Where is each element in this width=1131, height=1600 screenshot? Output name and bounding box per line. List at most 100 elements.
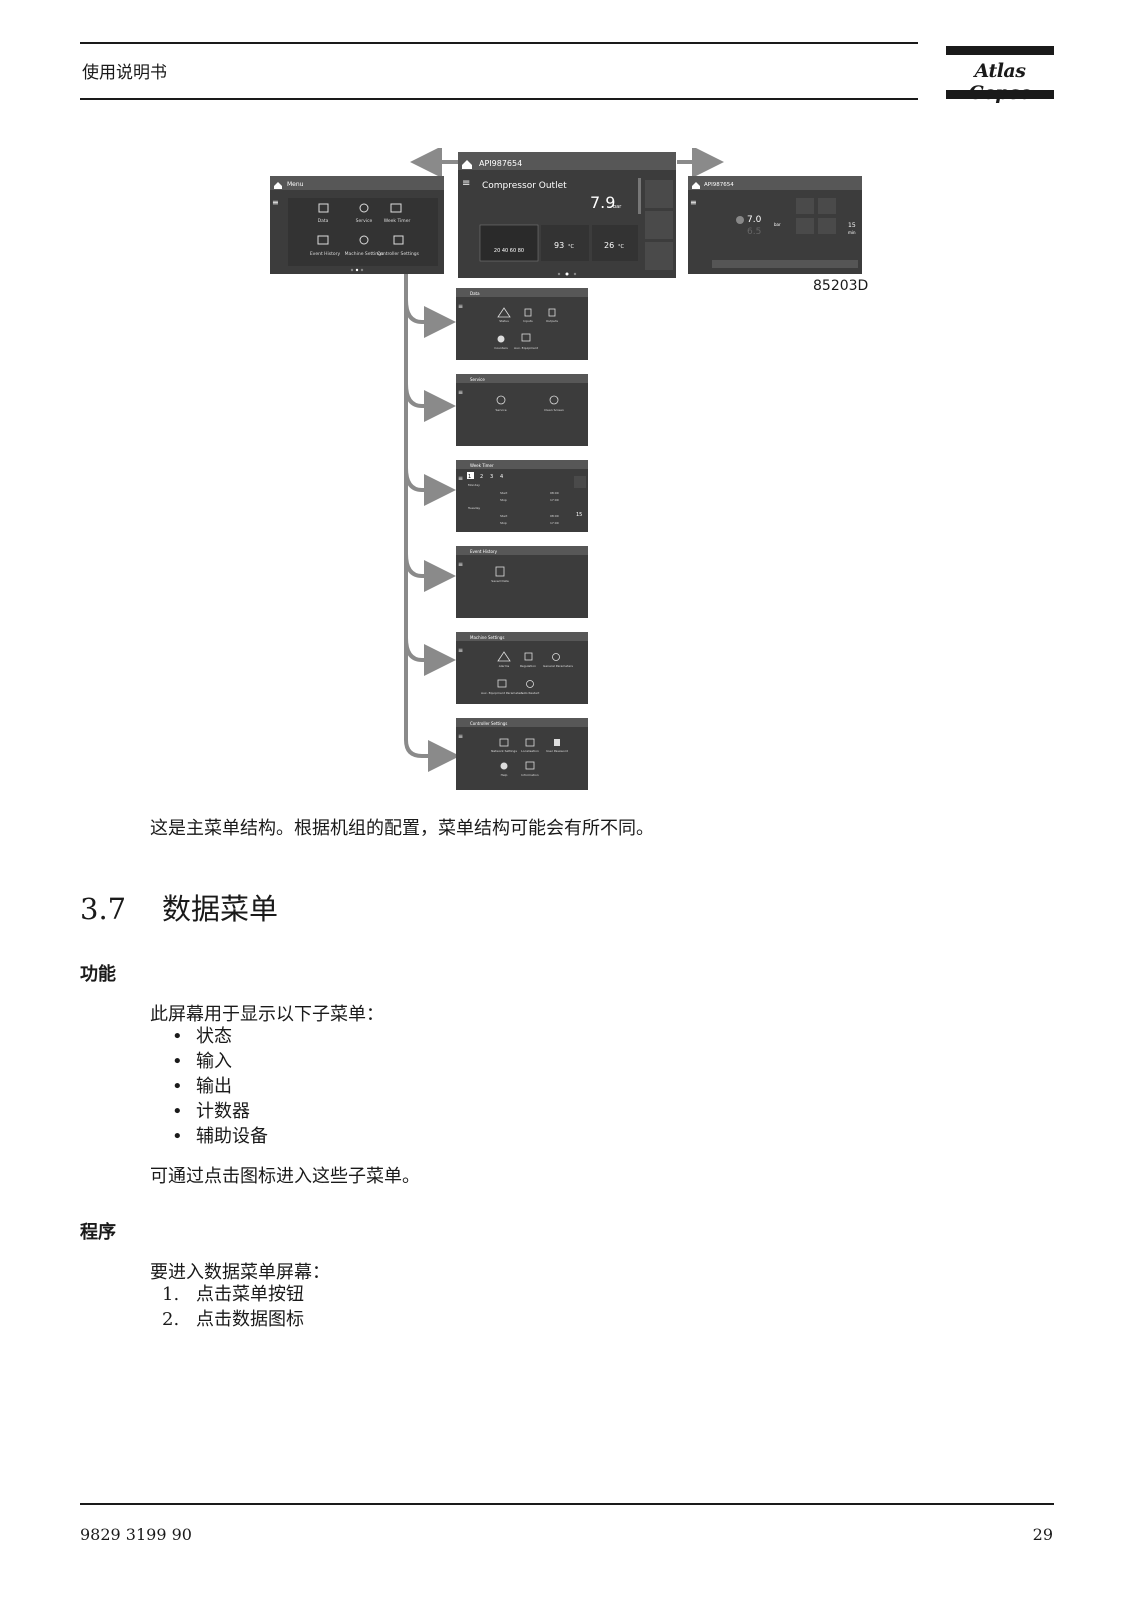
event-history-screen: Event History ≡ Saved Data bbox=[456, 546, 588, 618]
svg-text:≡: ≡ bbox=[458, 733, 463, 740]
svg-text:≡: ≡ bbox=[458, 389, 463, 396]
svg-text:bar: bar bbox=[774, 222, 781, 227]
menu-screen: Menu ≡ Data Service Week Timer Event His… bbox=[270, 176, 444, 274]
svg-text:Network Settings: Network Settings bbox=[491, 749, 517, 753]
svg-text:Event History: Event History bbox=[310, 251, 341, 257]
svg-text:Regulation: Regulation bbox=[520, 664, 536, 668]
svg-text:General Parameters: General Parameters bbox=[543, 664, 573, 668]
section-title: 数据菜单 bbox=[162, 892, 279, 926]
branch-connectors bbox=[404, 274, 460, 772]
svg-text:Week Timer: Week Timer bbox=[470, 463, 494, 468]
svg-text:≡: ≡ bbox=[458, 475, 463, 482]
figure-caption: 这是主菜单结构。根据机组的配置，菜单结构可能会有所不同。 bbox=[150, 818, 654, 839]
page-number: 29 bbox=[1032, 1525, 1053, 1544]
svg-text:API987654: API987654 bbox=[479, 159, 522, 168]
svg-text:20 40 60 80: 20 40 60 80 bbox=[494, 248, 524, 254]
service-screen: Service ≡ Service Clean Screen bbox=[456, 374, 588, 446]
svg-text:Information: Information bbox=[521, 773, 538, 777]
svg-text:15: 15 bbox=[848, 222, 856, 229]
function-outro: 可通过点击图标进入这些子菜单。 bbox=[150, 1166, 420, 1187]
svg-text:≡: ≡ bbox=[462, 178, 470, 189]
svg-text:26: 26 bbox=[604, 241, 614, 250]
section-number: 3.7 bbox=[80, 892, 127, 926]
list-item: •状态 bbox=[172, 1026, 232, 1047]
controller-settings-screen: Controller Settings ≡ Network Settings L… bbox=[456, 718, 588, 790]
svg-text:Start: Start bbox=[500, 491, 508, 495]
procedure-intro: 要进入数据菜单屏幕： bbox=[150, 1262, 330, 1283]
document-title: 使用说明书 bbox=[82, 63, 167, 83]
function-heading: 功能 bbox=[80, 964, 116, 985]
list-item: •辅助设备 bbox=[172, 1126, 268, 1147]
svg-text:API987654: API987654 bbox=[704, 182, 734, 188]
header-top-rule bbox=[80, 42, 918, 44]
svg-text:Stop: Stop bbox=[500, 521, 507, 525]
svg-text:08:00: 08:00 bbox=[550, 514, 559, 518]
svg-text:Status: Status bbox=[499, 319, 509, 323]
svg-text:User Password: User Password bbox=[546, 749, 568, 753]
svg-text:Machine Settings: Machine Settings bbox=[345, 251, 384, 257]
menu-structure-figure: Menu ≡ Data Service Week Timer Event His… bbox=[270, 148, 868, 790]
svg-text:7.0: 7.0 bbox=[747, 215, 762, 225]
svg-text:Menu: Menu bbox=[287, 181, 304, 188]
svg-text:4: 4 bbox=[500, 474, 503, 480]
svg-text:Compressor Outlet: Compressor Outlet bbox=[482, 181, 567, 191]
svg-text:Stop: Stop bbox=[500, 498, 507, 502]
list-item: 1.点击菜单按钮 bbox=[162, 1284, 304, 1305]
home-icon bbox=[274, 182, 282, 189]
doc-number: 9829 3199 90 bbox=[80, 1525, 192, 1544]
svg-text:Saved Data: Saved Data bbox=[491, 579, 509, 583]
svg-text:2: 2 bbox=[480, 474, 483, 480]
svg-text:≡: ≡ bbox=[458, 647, 463, 654]
svg-text:min: min bbox=[848, 230, 856, 235]
svg-text:Machine Settings: Machine Settings bbox=[470, 635, 504, 640]
svg-text:Week Timer: Week Timer bbox=[384, 218, 411, 224]
header-bottom-rule bbox=[80, 98, 918, 100]
svg-text:Data: Data bbox=[318, 218, 329, 224]
footer-rule bbox=[80, 1503, 1054, 1505]
week-timer-screen: Week Timer ≡ 1 2 3 4 Monday Start 08:00 … bbox=[456, 460, 588, 532]
svg-text:≡: ≡ bbox=[458, 561, 463, 568]
svg-text:17:00: 17:00 bbox=[550, 498, 559, 502]
svg-text:°C: °C bbox=[618, 244, 625, 250]
svg-text:Localisation: Localisation bbox=[521, 749, 539, 753]
svg-text:Data: Data bbox=[470, 291, 480, 296]
right-screen: API987654 ≡ 7.0 6.5 bar 15 min bbox=[688, 176, 862, 274]
list-item: •输入 bbox=[172, 1051, 232, 1072]
svg-text:Help: Help bbox=[501, 773, 508, 777]
svg-text:17:00: 17:00 bbox=[550, 521, 559, 525]
list-item: 2.点击数据图标 bbox=[162, 1309, 304, 1330]
svg-text:Alarms: Alarms bbox=[499, 664, 510, 668]
main-screen: API987654 ≡ Compressor Outlet 7.9 bar 20… bbox=[458, 152, 676, 278]
svg-text:≡: ≡ bbox=[272, 198, 279, 207]
section-heading: 3.7 数据菜单 bbox=[80, 886, 278, 928]
svg-text:Auto Restart: Auto Restart bbox=[521, 691, 541, 695]
procedure-steps: 1.点击菜单按钮 2.点击数据图标 bbox=[162, 1282, 304, 1332]
svg-text:Tuesday: Tuesday bbox=[467, 506, 480, 510]
svg-text:Service: Service bbox=[470, 377, 485, 382]
svg-text:7.9: 7.9 bbox=[590, 193, 615, 212]
svg-text:Monday: Monday bbox=[468, 483, 480, 487]
submenu-list: •状态 •输入 •输出 •计数器 •辅助设备 bbox=[172, 1024, 268, 1149]
svg-text:Service: Service bbox=[356, 218, 373, 224]
data-screen: Data ≡ Status Inputs Outputs Counters Au… bbox=[456, 288, 588, 360]
svg-text:15: 15 bbox=[576, 512, 582, 518]
list-item: •输出 bbox=[172, 1076, 232, 1097]
svg-text:Outputs: Outputs bbox=[546, 319, 558, 323]
svg-text:Event History: Event History bbox=[470, 549, 498, 554]
svg-text:3: 3 bbox=[490, 474, 493, 480]
list-item: •计数器 bbox=[172, 1101, 250, 1122]
procedure-heading: 程序 bbox=[80, 1222, 116, 1243]
svg-text:Start: Start bbox=[500, 514, 508, 518]
svg-text:bar: bar bbox=[613, 204, 622, 210]
svg-text:°C: °C bbox=[568, 244, 575, 250]
svg-text:Aux. Equipment: Aux. Equipment bbox=[514, 346, 539, 350]
svg-text:≡: ≡ bbox=[690, 198, 697, 207]
machine-settings-screen: Machine Settings ≡ Alarms Regulation Gen… bbox=[456, 632, 588, 704]
figure-id: 85203D bbox=[813, 278, 868, 294]
svg-text:Aux. Equipment Parameters: Aux. Equipment Parameters bbox=[481, 691, 523, 695]
svg-text:≡: ≡ bbox=[458, 303, 463, 310]
svg-text:Counters: Counters bbox=[494, 346, 508, 350]
svg-text:Controller Settings: Controller Settings bbox=[470, 721, 507, 726]
svg-text:Clean Screen: Clean Screen bbox=[544, 408, 564, 412]
atlas-copco-logo: Atlas Copco bbox=[946, 46, 1054, 104]
